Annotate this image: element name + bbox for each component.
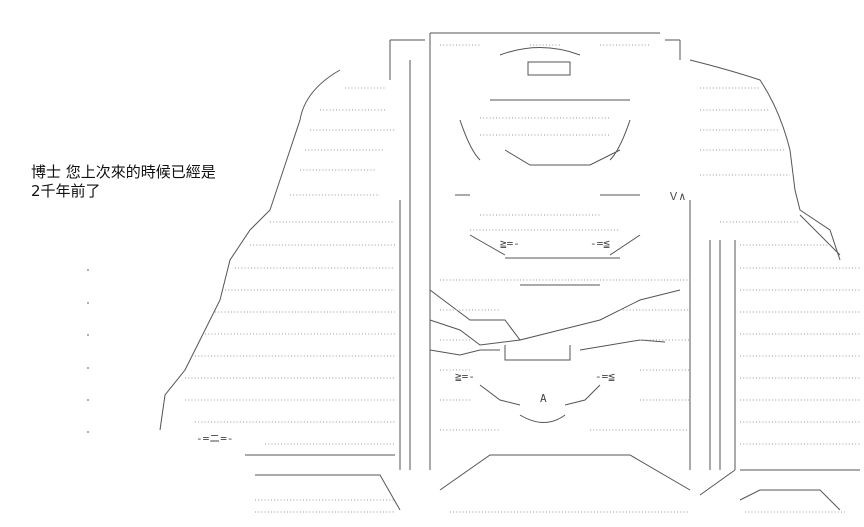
caption-line-2: 2千年前了 <box>31 182 101 200</box>
bowtie-glyph-right: -=≦ <box>595 370 615 383</box>
caption-line-1: 博士 您上次來的時候已經是 <box>31 163 216 181</box>
bowtie-glyph-left: ≧=- <box>455 370 475 383</box>
coat-inner-dots <box>440 279 690 431</box>
margin-dots <box>87 269 89 433</box>
collar-glyphs: -=ニ=- <box>196 432 234 445</box>
hat <box>389 32 681 470</box>
face-glyph-left: ≧=- <box>500 237 520 250</box>
dialogue-caption: 博士 您上次來的時候已經是 2千年前了 <box>31 163 216 201</box>
coat-hem <box>245 454 860 513</box>
collar <box>429 289 681 423</box>
coat-columns <box>399 60 736 470</box>
coat-dots-left <box>185 87 395 445</box>
face <box>455 47 641 286</box>
coat-dots-right <box>700 87 860 445</box>
hand-glyph: Ｖ∧ <box>668 190 686 203</box>
coat-outline <box>159 59 841 431</box>
mouth-glyph: A <box>540 392 547 405</box>
face-glyph-right: -=≦ <box>590 237 610 250</box>
